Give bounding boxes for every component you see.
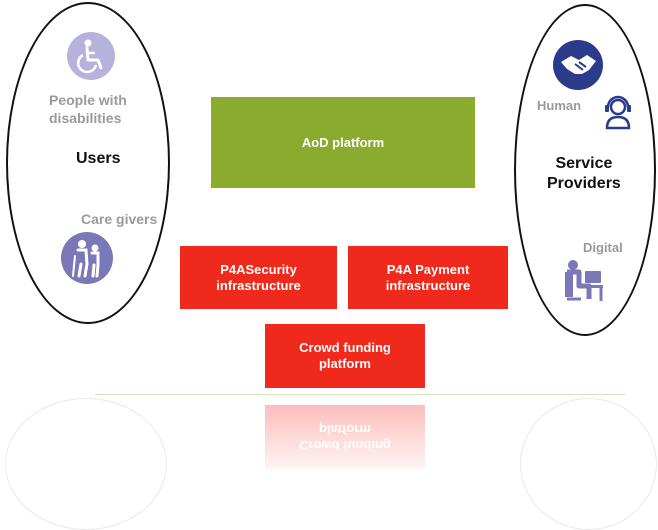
reflection-baseline	[95, 394, 625, 395]
digital-label: Digital	[583, 240, 623, 255]
service-providers-title: Service Providers	[547, 155, 621, 192]
aod-platform-box: AoD platform	[211, 97, 475, 188]
headset-agent-icon	[599, 92, 637, 135]
human-label: Human	[537, 98, 582, 113]
caregivers-icon	[61, 232, 113, 289]
providers-ellipse-reflection	[520, 398, 657, 530]
wheelchair-icon	[67, 32, 115, 85]
people-with-disabilities-label: People with disabilities	[49, 92, 127, 126]
handshake-icon	[553, 40, 603, 95]
computer-user-icon	[555, 255, 607, 312]
users-ellipse-reflection	[5, 398, 167, 530]
care-givers-label: Care givers	[81, 211, 158, 227]
users-title: Users	[76, 150, 121, 167]
